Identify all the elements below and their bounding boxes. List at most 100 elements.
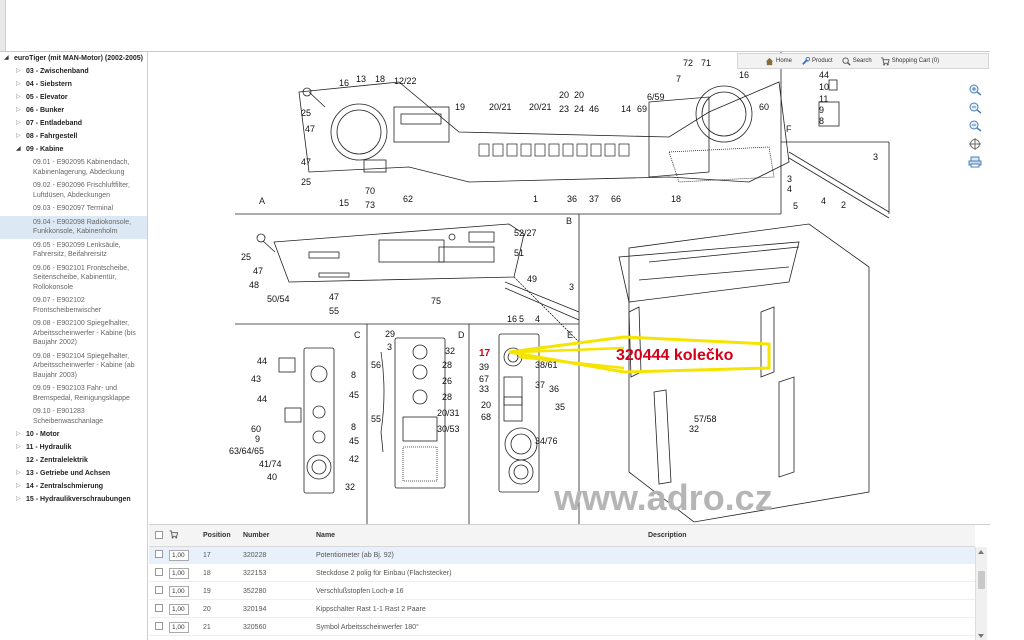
header-number[interactable]: Number: [243, 532, 270, 539]
header-name[interactable]: Name: [316, 532, 336, 539]
subitem-09-05[interactable]: 09.05 - E902099 Lenksäule, Fahrersitz, B…: [33, 241, 121, 259]
highlight-callout: [508, 335, 771, 374]
svg-text:29: 29: [385, 329, 395, 339]
tree-root[interactable]: ◢ euroTiger (mit MAN-Motor) (2002-2005): [0, 54, 147, 63]
subitem-09-08a[interactable]: 09.08 - E902100 Spiegelhalter, Arbeitssc…: [33, 320, 136, 346]
watermark-text: www.adro.cz: [553, 477, 773, 518]
table-row[interactable]: 1,00 19 352280 Verschlußstopfen Loch-ø 1…: [149, 583, 975, 600]
svg-text:50/54: 50/54: [267, 294, 290, 304]
svg-text:20: 20: [481, 400, 491, 410]
subitem-09-06[interactable]: 09.06 - E902101 Frontscheibe, Seitensche…: [33, 264, 130, 291]
collapsed-arrow-icon: ▷: [16, 133, 21, 139]
svg-text:28: 28: [442, 392, 452, 402]
svg-text:37: 37: [535, 380, 545, 390]
subitem-09-10[interactable]: 09.10 - E901283 Scheibenwaschanlage: [33, 408, 104, 425]
collapsed-arrow-icon: ▷: [16, 68, 21, 74]
header-cart: [163, 530, 197, 541]
subitem-09-01[interactable]: 09.01 - E902095 Kabinendach, Kabinenlage…: [33, 159, 130, 176]
table-row[interactable]: 1,00 20 320194 Kippschalter Rast 1-1 Ras…: [149, 601, 975, 618]
zoom-in-icon[interactable]: [968, 84, 982, 96]
zoom-in-small-icon[interactable]: [968, 102, 982, 114]
tree-item-06[interactable]: ▷06 - Bunker: [0, 104, 147, 117]
header-position[interactable]: Position: [203, 532, 231, 539]
tree-item-04[interactable]: ▷04 - Siebstern: [0, 78, 147, 91]
svg-text:68: 68: [481, 412, 491, 422]
header-select-all[interactable]: [149, 530, 163, 541]
quantity-input[interactable]: 1,00: [169, 585, 189, 597]
row-checkbox[interactable]: [154, 622, 163, 630]
svg-text:28: 28: [442, 360, 452, 370]
svg-text:4: 4: [535, 314, 540, 324]
tree-item-09[interactable]: ◢09 - Kabine: [0, 143, 147, 156]
svg-text:14: 14: [621, 104, 631, 114]
row-checkbox[interactable]: [154, 586, 163, 594]
subitem-09-09[interactable]: 09.09 - E902103 Fahr- und Bremspedal, Re…: [33, 385, 130, 402]
subitem-09-08b[interactable]: 09.08 - E902104 Spiegelhalter, Arbeitssc…: [33, 352, 135, 379]
zoom-out-icon[interactable]: [968, 120, 982, 132]
svg-text:41/74: 41/74: [259, 459, 282, 469]
search-button[interactable]: Search: [839, 56, 875, 66]
tree-item-13[interactable]: ▷13 - Getriebe und Achsen: [0, 467, 147, 480]
svg-text:8: 8: [351, 370, 356, 380]
product-button[interactable]: Product: [798, 56, 836, 66]
header-description[interactable]: Description: [648, 532, 687, 539]
subitem-09-07[interactable]: 09.07 - E902102 Frontscheibenwischer: [33, 297, 102, 314]
subitem-09-02[interactable]: 09.02 - E902096 Frischluftfilter, Luftdü…: [33, 182, 130, 199]
panel-letter-c: C: [354, 330, 361, 340]
print-icon[interactable]: [968, 156, 982, 168]
zoom-toolbar: [966, 84, 984, 168]
svg-text:5: 5: [519, 314, 524, 324]
quantity-input[interactable]: 1,00: [169, 603, 189, 615]
subitem-09-03[interactable]: 09.03 - E902097 Terminal: [33, 205, 114, 212]
tree-item-15[interactable]: ▷15 - Hydraulikverschraubungen: [0, 493, 147, 506]
svg-text:33: 33: [479, 384, 489, 394]
svg-text:43: 43: [251, 374, 261, 384]
collapsed-arrow-icon: ▷: [16, 120, 21, 126]
cell-position: 21: [203, 623, 211, 631]
cell-number: 320560: [243, 623, 267, 631]
svg-text:13: 13: [356, 74, 366, 84]
table-scrollbar[interactable]: [975, 547, 987, 640]
fit-view-icon[interactable]: [968, 138, 982, 150]
subitem-09-04-selected[interactable]: 09.04 - E902098 Radiokonsole, Funkkonsol…: [0, 215, 147, 239]
table-row[interactable]: 1,00 21 320560 Symbol Arbeitsscheinwerfe…: [149, 619, 975, 636]
svg-text:7: 7: [676, 74, 681, 84]
svg-text:72: 72: [683, 58, 693, 68]
home-button[interactable]: Home: [762, 57, 795, 66]
checkbox[interactable]: [154, 530, 163, 539]
expanded-arrow-icon: ◢: [4, 55, 9, 61]
quantity-input[interactable]: 1,00: [169, 567, 189, 579]
tree-item-03[interactable]: ▷03 - Zwischenband: [0, 65, 147, 78]
svg-text:73: 73: [365, 200, 375, 210]
svg-text:60: 60: [251, 424, 261, 434]
svg-text:70: 70: [365, 186, 375, 196]
quantity-input[interactable]: 1,00: [169, 549, 189, 561]
tree-item-07[interactable]: ▷07 - Entladeband: [0, 117, 147, 130]
panel-letter-f: F: [786, 124, 792, 134]
cell-number: 352280: [243, 587, 267, 595]
shopping-cart-button[interactable]: Shopping Cart (0): [878, 56, 942, 66]
row-checkbox[interactable]: [154, 604, 163, 612]
tree-item-05[interactable]: ▷05 - Elevator: [0, 91, 147, 104]
home-label: Home: [776, 58, 793, 64]
scroll-down-arrow-icon[interactable]: [978, 634, 984, 638]
tree-item-12[interactable]: 12 - Zentralelektrik: [26, 457, 88, 464]
exploded-parts-diagram[interactable]: 320444 kolečko 17 www.adro.cz A B C D E …: [149, 52, 990, 524]
svg-text:35: 35: [555, 402, 565, 412]
svg-text:67: 67: [479, 374, 489, 384]
row-checkbox[interactable]: [154, 550, 163, 558]
svg-text:45: 45: [349, 390, 359, 400]
table-row[interactable]: 1,00 17 320228 Potentiometer (ab Bj. 92): [149, 547, 975, 564]
tree-item-11[interactable]: ▷11 - Hydraulik: [0, 441, 147, 454]
svg-text:16: 16: [339, 78, 349, 88]
scrollbar-thumb[interactable]: [978, 571, 985, 589]
tree-item-14[interactable]: ▷14 - Zentralschmierung: [0, 480, 147, 493]
tree-item-08[interactable]: ▷08 - Fahrgestell: [0, 130, 147, 143]
row-checkbox[interactable]: [154, 568, 163, 576]
scroll-up-arrow-icon[interactable]: [978, 550, 984, 554]
table-row[interactable]: 1,00 18 322153 Steckdose 2 polig für Ein…: [149, 565, 975, 582]
tree-item-10[interactable]: ▷10 - Motor: [0, 428, 147, 441]
svg-text:4: 4: [821, 196, 826, 206]
quantity-input[interactable]: 1,00: [169, 621, 189, 633]
